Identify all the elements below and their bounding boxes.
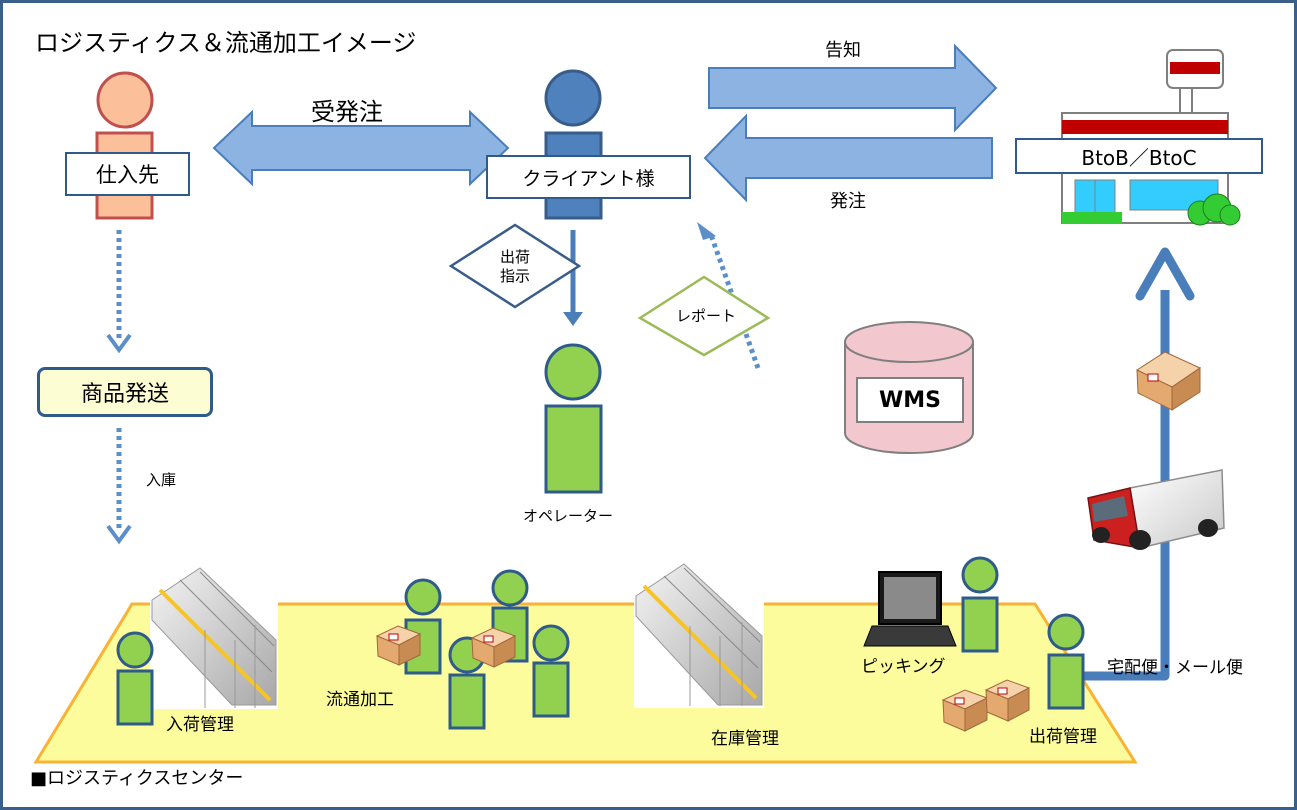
inbound-label: 入荷管理 — [166, 715, 234, 735]
picking-label: ピッキング — [861, 657, 946, 677]
center-footer-label: ■ロジスティクスセンター — [30, 768, 244, 789]
processing-label: 流通加工 — [326, 690, 394, 710]
instruction-arrow-head — [563, 312, 583, 326]
picking-worker-icon — [961, 556, 999, 653]
inbound-worker-icon — [116, 631, 154, 726]
processing-box-1-icon — [375, 625, 422, 666]
outbound-worker-icon — [1047, 613, 1085, 710]
processing-box-2-icon — [470, 627, 517, 668]
supplier-box: 仕入先 — [65, 152, 190, 196]
order-label: 受発注 — [311, 98, 383, 126]
inventory-shelf-icon — [634, 559, 764, 708]
client-box: クライアント様 — [486, 155, 691, 199]
wms-box: WMS — [856, 377, 964, 423]
outbound-box-2-icon — [984, 679, 1031, 722]
inventory-label: 在庫管理 — [711, 729, 779, 749]
ship-instruction-line-1: 出荷 — [499, 248, 530, 266]
report-label: レポート — [676, 307, 737, 325]
supplier-label: 仕入先 — [96, 163, 159, 187]
notify-label: 告知 — [825, 40, 861, 61]
supplier-down-arrow-head — [106, 333, 132, 354]
operator-person-icon — [544, 343, 603, 494]
report-diamond — [637, 275, 771, 357]
delivery-arrow-head — [1135, 247, 1195, 301]
operator-label: オペレーター — [523, 507, 614, 525]
receiving-label: 入庫 — [146, 471, 177, 489]
supplier-person-icon — [95, 71, 154, 220]
client-label: クライアント様 — [522, 167, 655, 190]
notify-arrow — [708, 43, 998, 133]
outbound-label: 出荷管理 — [1029, 727, 1097, 747]
parcel-box-icon — [1135, 351, 1202, 411]
product-ship-label: 商品発送 — [80, 382, 169, 407]
order-double-arrow — [212, 109, 510, 187]
order-back-arrow — [703, 113, 993, 203]
receiving-down-arrow-head — [106, 524, 132, 545]
ship-instruction-diamond — [448, 223, 582, 309]
wms-label: WMS — [878, 387, 941, 413]
ship-instruction-text: 出荷 指示 — [481, 248, 549, 286]
delivery-arrow — [1080, 290, 1170, 681]
store-box: BtoB／BtoC — [1015, 138, 1263, 174]
ship-instruction-line-2: 指示 — [499, 266, 530, 285]
report-arrow-head — [697, 222, 716, 240]
delivery-truck-icon — [1087, 469, 1225, 550]
laptop-icon — [863, 571, 957, 647]
product-ship-box: 商品発送 — [37, 367, 213, 417]
outbound-box-1-icon — [941, 689, 989, 732]
order-back-label: 発注 — [830, 191, 866, 212]
store-label: BtoB／BtoC — [1081, 145, 1197, 170]
delivery-label: 宅配便・メール便 — [1107, 658, 1243, 678]
page-title: ロジスティクス＆流通加工イメージ — [35, 29, 417, 57]
inbound-shelf-icon — [150, 563, 278, 709]
processing-worker-4-icon — [532, 624, 570, 718]
